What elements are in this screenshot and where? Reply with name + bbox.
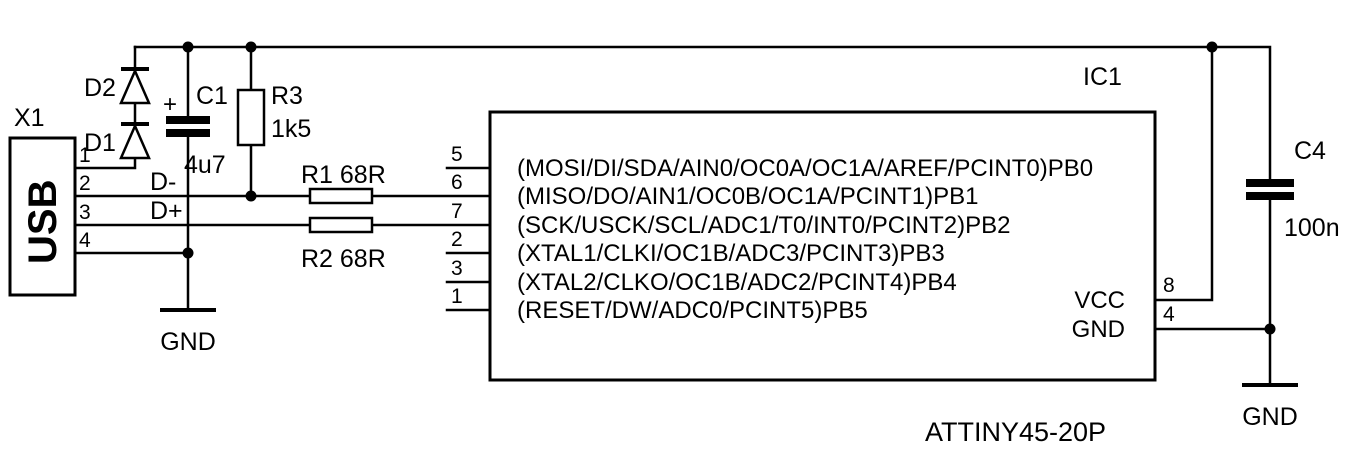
c4-refdes: C4: [1294, 137, 1326, 165]
usb-pin-number-1: 1: [79, 144, 91, 167]
ic-pin-label-gnd: GND: [1072, 316, 1125, 343]
resistor-r1-body: [308, 187, 374, 205]
usb-refdes: X1: [14, 104, 45, 132]
r3-refdes: R3: [271, 82, 303, 110]
junction-dot: [1206, 41, 1218, 53]
diode-d1-symbol: [119, 122, 151, 160]
c1-plate-top: [166, 116, 210, 124]
ic-pin-number-5: 5: [451, 143, 463, 166]
gnd-label-right: GND: [1242, 403, 1298, 431]
c1-plate-bottom: [166, 129, 210, 137]
c1-plus-sign: +: [163, 91, 177, 118]
diode-d2-symbol: [119, 67, 151, 105]
ic-pin-number-4: 4: [1163, 303, 1175, 326]
c1-refdes: C1: [196, 82, 228, 110]
ic-pin-number-3: 3: [451, 257, 463, 280]
ic-pin-label-pb4: (XTAL2/CLKO/OC1B/ADC2/PCINT4)PB4: [517, 269, 957, 296]
usb-pin-number-4: 4: [79, 229, 91, 252]
resistor-r3-body: [236, 88, 266, 147]
junction-dot: [1264, 323, 1276, 335]
ic-pin-label-vcc: VCC: [1074, 287, 1125, 314]
ic-pin-number-1: 1: [451, 285, 463, 308]
usb-connector-body: [8, 136, 77, 297]
usb-connector-label: USB: [21, 180, 65, 264]
r3-value: 1k5: [271, 115, 311, 143]
gnd-label-left: GND: [160, 328, 216, 356]
ic-pin-label-pb2: (SCK/USCK/SCL/ADC1/T0/INT0/PCINT2)PB2: [517, 212, 1010, 239]
ic-pin-number-8: 8: [1163, 274, 1175, 297]
r1-label: R1 68R: [301, 161, 386, 189]
junction-dot: [182, 41, 194, 53]
c4-plate-top: [1246, 179, 1294, 187]
ic-pin-label-pb3: (XTAL1/CLKI/OC1B/ADC3/PCINT3)PB3: [517, 240, 945, 267]
usb-pin-number-3: 3: [79, 201, 91, 224]
c4-plate-bottom: [1246, 192, 1294, 200]
ic-part-name: ATTINY45-20P: [925, 417, 1106, 447]
junction-dot: [245, 190, 257, 202]
junction-dot: [182, 247, 194, 259]
c4-value: 100n: [1284, 214, 1340, 242]
c1-value: 4u7: [184, 151, 226, 179]
wire-ic-vcc-riser: [1153, 45, 1214, 302]
wire-vcc-rail: [133, 45, 1272, 181]
ic-pin-number-6: 6: [451, 171, 463, 194]
ic-pin-number-2: 2: [451, 228, 463, 251]
ic-pin-label-pb5: (RESET/DW/ADC0/PCINT5)PB5: [517, 297, 868, 324]
ic-refdes: IC1: [1083, 63, 1122, 91]
ic-body: [488, 110, 1157, 382]
diode-d1-label: D1: [84, 129, 116, 157]
diode-d2-label: D2: [84, 74, 116, 102]
resistor-r2-body: [308, 216, 374, 234]
net-label-dminus: D-: [150, 168, 176, 196]
usb-pin-number-2: 2: [79, 172, 91, 195]
ic-pin-number-7: 7: [451, 200, 463, 223]
ic-pin-label-pb1: (MISO/DO/AIN1/OC0B/OC1A/PCINT1)PB1: [517, 183, 978, 210]
r2-label: R2 68R: [301, 245, 386, 273]
junction-dot: [245, 41, 257, 53]
ic-pin-label-pb0: (MOSI/DI/SDA/AIN0/OC0A/OC1A/AREF/PCINT0)…: [517, 155, 1093, 182]
net-label-dplus: D+: [150, 197, 183, 225]
